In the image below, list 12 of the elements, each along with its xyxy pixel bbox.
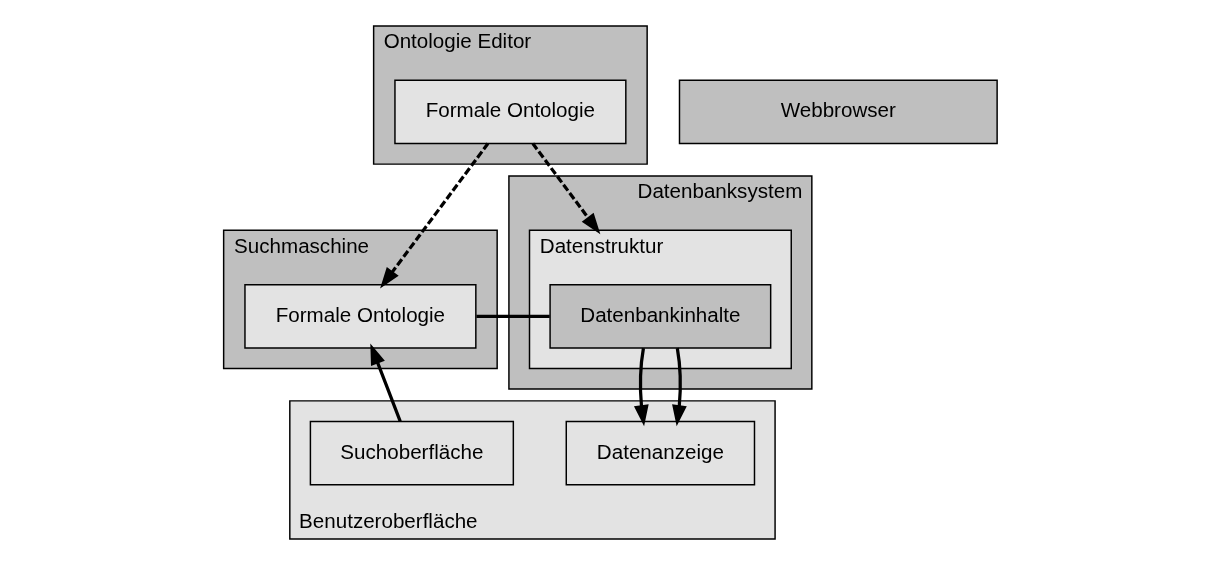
node-box: Formale Ontologie bbox=[394, 79, 627, 145]
arrow bbox=[633, 347, 649, 427]
node-box: Datenanzeige bbox=[565, 420, 756, 486]
connector bbox=[476, 314, 550, 318]
arrow bbox=[370, 343, 402, 422]
arrow bbox=[531, 142, 601, 235]
node-box: Datenbankinhalte bbox=[549, 283, 772, 349]
node-box: Formale Ontologie bbox=[244, 283, 477, 349]
node-box: Suchoberfläche bbox=[309, 420, 515, 486]
node-box: Webbrowser bbox=[678, 79, 998, 145]
arrow bbox=[672, 347, 687, 427]
arrow bbox=[380, 142, 490, 289]
